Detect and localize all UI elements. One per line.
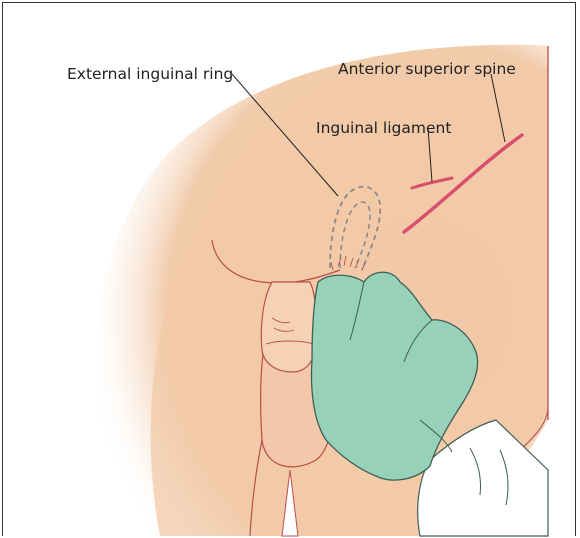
label-inguinal-ligament: Inguinal ligament: [316, 119, 451, 137]
penis: [261, 282, 316, 372]
label-anterior-superior-spine: Anterior superior spine: [338, 60, 516, 78]
label-external-inguinal-ring: External inguinal ring: [67, 65, 233, 83]
